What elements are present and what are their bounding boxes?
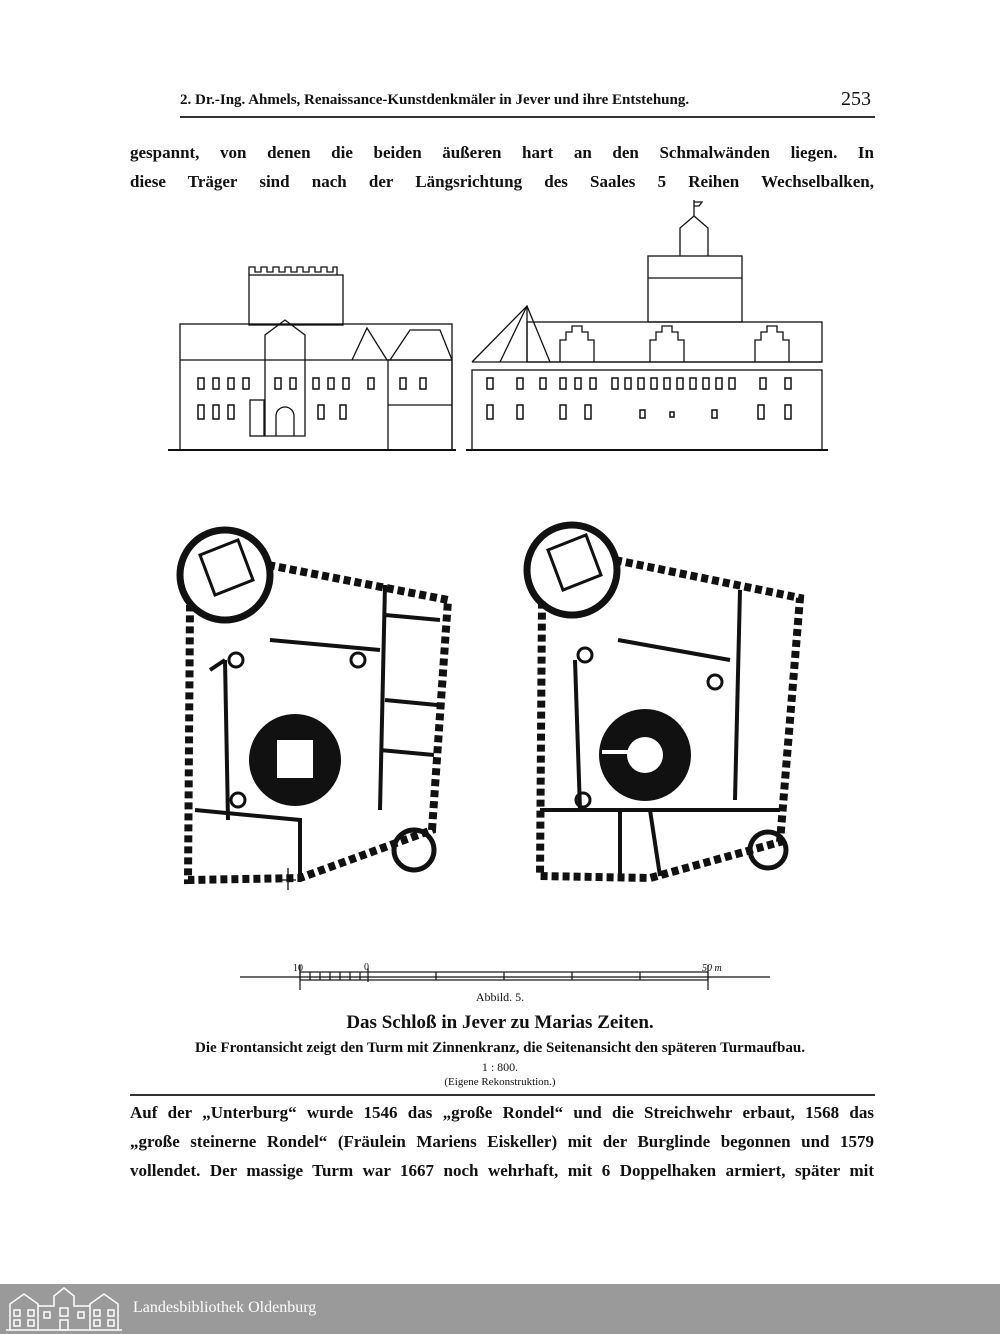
front-elevation-drawing <box>168 266 456 451</box>
floor-plan-left <box>176 526 453 890</box>
running-header: 2. Dr.-Ing. Ahmels, Renaissance-Kunstden… <box>180 88 875 118</box>
text-line: Auf der „Unterburg“ wurde 1546 das „groß… <box>130 1103 874 1122</box>
figure-title: Das Schloß in Jever zu Marias Zeiten. <box>346 1012 654 1033</box>
scale-label-0: 0 <box>364 962 369 973</box>
scale-bar <box>240 965 770 990</box>
scale-label-10: 10 <box>293 963 303 974</box>
bottom-paragraph: Auf der „Unterburg“ wurde 1546 das „groß… <box>130 1098 874 1185</box>
library-name: Landesbibliothek Oldenburg <box>133 1299 317 1316</box>
library-building-logo <box>6 1287 122 1331</box>
scale-label-50: 50 m <box>702 963 722 974</box>
figure-scale: 1 : 800. <box>481 1060 519 1074</box>
top-paragraph: gespannt, von denen die beiden äußeren h… <box>130 138 874 196</box>
figure-label: Abbild. 5. <box>475 990 525 1004</box>
side-elevation-drawing <box>466 200 828 451</box>
text-line: gespannt, von denen die beiden äußeren h… <box>130 143 874 162</box>
text-line: vollendet. Der massige Turm war 1667 noc… <box>130 1161 874 1180</box>
castle-figure: 10 0 50 m <box>168 200 828 990</box>
running-title: 2. Dr.-Ing. Ahmels, Renaissance-Kunstden… <box>180 92 690 108</box>
figure-subtitle: Die Frontansicht zeigt den Turm mit Zinn… <box>195 1040 805 1056</box>
page-number: 253 <box>841 88 871 110</box>
floor-plan-right <box>523 521 805 883</box>
text-line: „große steinerne Rondel“ (Fräulein Marie… <box>130 1132 874 1151</box>
figure-note: (Eigene Rekonstruktion.) <box>444 1076 556 1088</box>
text-line: diese Träger sind nach der Längsrichtung… <box>130 172 874 191</box>
divider <box>130 1094 875 1096</box>
library-footer: Landesbibliothek Oldenburg <box>0 1284 1000 1334</box>
